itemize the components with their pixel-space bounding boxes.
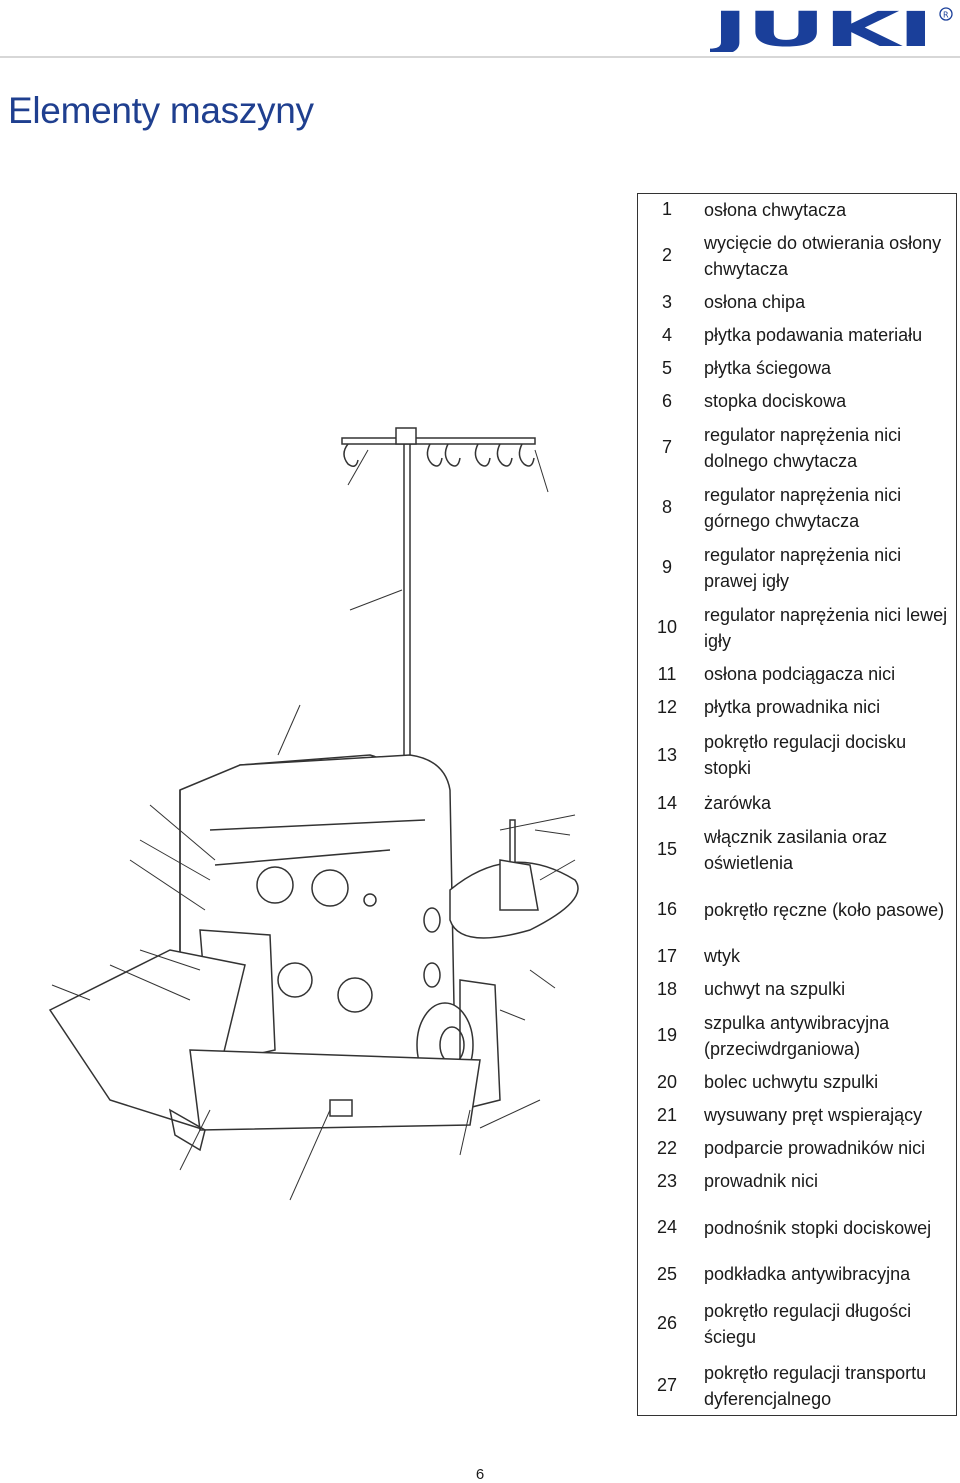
part-number: 18: [656, 978, 678, 999]
serger-machine-illustration: [48, 427, 579, 1201]
part-number: 12: [656, 696, 678, 717]
table-row: 25 podkładka antywibracyjna: [638, 1258, 957, 1291]
part-label: podparcie prowadników nici: [704, 1138, 926, 1158]
part-label: uchwyt na szpulki: [704, 979, 846, 999]
part-number: 4: [661, 324, 672, 345]
parts-table: 1 osłona chwytacza 2 wycięcie do otwierani…: [637, 193, 957, 1416]
table-row: 18 uchwyt na szpulki: [638, 973, 957, 1006]
part-label: płytka podawania materiału: [704, 325, 923, 345]
table-row: 10 regulator naprężenia nici lewej igły: [638, 598, 957, 658]
part-label: bolec uchwytu szpulki: [704, 1072, 879, 1092]
table-row: 6 stopka dociskowa: [638, 385, 957, 418]
part-number: 1: [661, 199, 672, 220]
table-row: 13 pokrętło regulacji docisku stopki: [638, 724, 957, 787]
part-number: 15: [656, 839, 678, 859]
table-row: 2 wycięcie do otwierania osłony chwytacza: [638, 226, 957, 286]
part-number: 3: [661, 291, 672, 312]
table-row: 8 regulator naprężenia nici górnego chwyt…: [638, 478, 957, 538]
part-label: stopka dociskowa: [704, 391, 847, 411]
part-label: regulator naprężenia nici dolnego chwyta…: [704, 424, 902, 471]
part-number: 22: [656, 1137, 678, 1158]
part-label: żarówka: [704, 793, 772, 813]
part-label: włącznik zasilania oraz oświetlenia: [704, 826, 888, 873]
table-row: 14 żarówka: [638, 787, 957, 820]
part-number: 20: [656, 1071, 678, 1092]
page-number: 6: [475, 1466, 485, 1483]
part-label: podkładka antywibracyjna: [704, 1264, 911, 1284]
part-number: 16: [656, 899, 678, 919]
table-row: 9 regulator naprężenia nici prawej igły: [638, 538, 957, 598]
table-row: 5 płytka ściegowa: [638, 352, 957, 385]
part-number: 2: [661, 245, 672, 265]
part-label: pokrętło regulacji transportu dyferencja…: [704, 1362, 927, 1409]
part-label: osłona chipa: [704, 292, 806, 312]
part-number: 25: [656, 1263, 678, 1284]
part-label: regulator naprężenia nici prawej igły: [704, 544, 902, 591]
table-row: 21 wysuwany pręt wspierający: [638, 1099, 957, 1132]
part-number: 17: [656, 945, 678, 966]
part-number: 26: [656, 1313, 678, 1333]
table-row: 17 wtyk: [638, 940, 957, 973]
part-label: prowadnik nici: [704, 1171, 819, 1191]
part-label: wysuwany pręt wspierający: [704, 1105, 923, 1125]
part-number: 14: [656, 792, 678, 813]
part-label: szpulka antywibracyjna (przeciwdrganiowa…: [704, 1012, 890, 1059]
page-title: Elementy maszyny: [8, 90, 314, 131]
table-row: 3 osłona chipa: [638, 286, 957, 319]
part-label: regulator naprężenia nici lewej igły: [704, 604, 948, 651]
part-label: płytka ściegowa: [704, 358, 832, 378]
part-number: 9: [661, 557, 672, 577]
part-number: 6: [661, 390, 672, 411]
table-row: 16 pokrętło ręczne (koło pasowe): [638, 880, 957, 940]
part-label: płytka prowadnika nici: [704, 697, 881, 717]
table-row: 26 pokrętło regulacji długości ściegu: [638, 1291, 957, 1357]
part-number: 8: [661, 497, 672, 517]
juki-logo: JUKI R: [710, 4, 953, 52]
table-row: 4 płytka podawania materiału: [638, 319, 957, 352]
table-row: 27 pokrętło regulacji transportu dyferenc…: [638, 1357, 957, 1416]
part-number: 27: [656, 1375, 678, 1396]
part-number: 10: [656, 617, 678, 637]
part-label: osłona podciągacza nici: [704, 664, 896, 684]
table-row: 7 regulator naprężenia nici dolnego chwyt…: [638, 418, 957, 478]
table-row: 19 szpulka antywibracyjna (przeciwdrganio…: [638, 1006, 957, 1066]
part-number: 7: [661, 437, 672, 457]
table-row: 1 osłona chwytacza: [638, 194, 957, 226]
table-row: 15 włącznik zasilania oraz oświetlenia: [638, 820, 957, 880]
part-label: osłona chwytacza: [704, 199, 847, 220]
part-number: 23: [656, 1170, 678, 1191]
table-row: 12 płytka prowadnika nici: [638, 691, 957, 724]
part-label: wycięcie do otwierania osłony chwytacza: [704, 232, 942, 279]
part-label: pokrętło regulacji docisku stopki: [704, 732, 907, 778]
part-number: 13: [656, 744, 678, 765]
table-row: 20 bolec uchwytu szpulki: [638, 1066, 957, 1099]
part-number: 24: [656, 1217, 678, 1237]
part-label: regulator naprężenia nici górnego chwyta…: [704, 484, 902, 531]
part-label: pokrętło ręczne (koło pasowe): [704, 899, 945, 920]
table-row: 23 prowadnik nici: [638, 1165, 957, 1198]
table-row: 24 podnośnik stopki dociskowej: [638, 1198, 957, 1258]
part-number: 5: [661, 357, 672, 378]
svg-text:JUKI: JUKI: [710, 4, 932, 52]
part-label: podnośnik stopki dociskowej: [704, 1217, 932, 1238]
table-row: 22 podparcie prowadników nici: [638, 1132, 957, 1165]
part-number: 11: [657, 663, 677, 684]
part-label: pokrętło regulacji długości ściegu: [704, 1300, 912, 1347]
header-rule: [0, 56, 960, 58]
table-row: 11 osłona podciągacza nici: [638, 658, 957, 691]
part-number: 21: [656, 1104, 678, 1125]
part-number: 19: [656, 1025, 678, 1045]
part-label: wtyk: [704, 946, 740, 966]
svg-text:R: R: [943, 11, 949, 20]
